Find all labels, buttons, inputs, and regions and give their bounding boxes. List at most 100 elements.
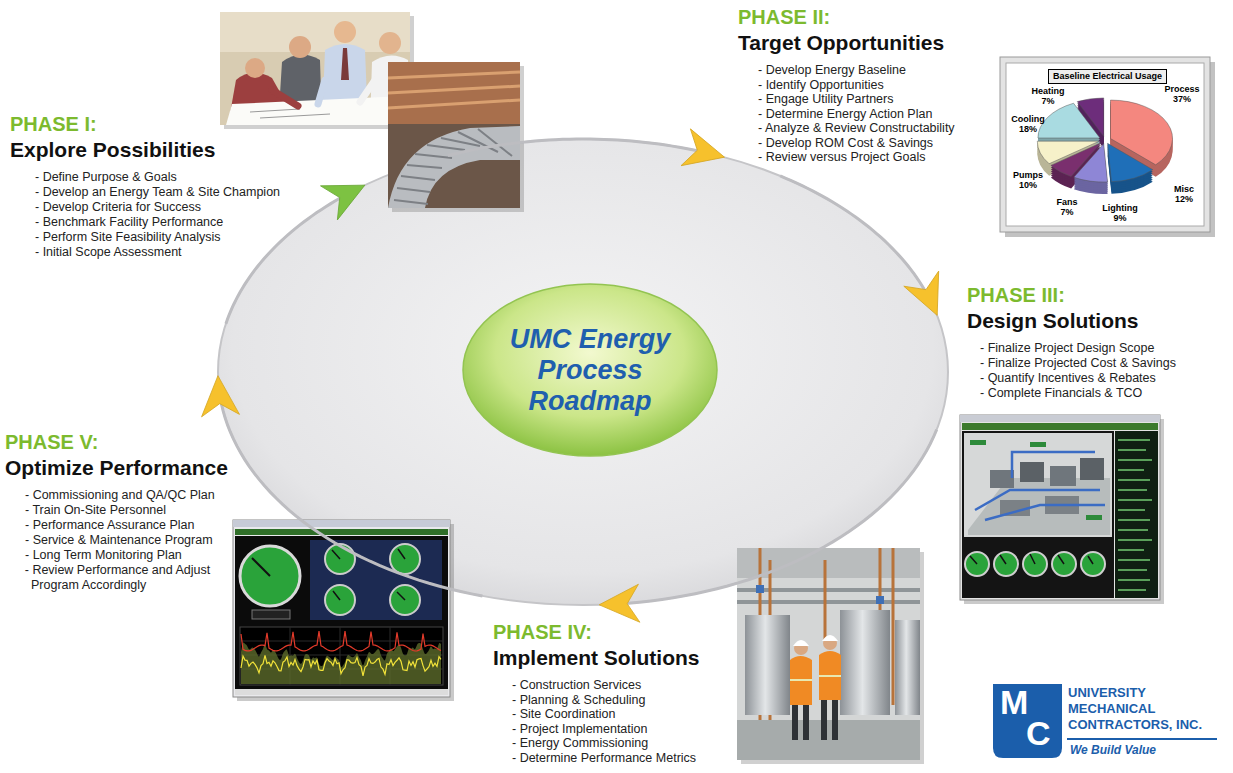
mechanical-room-photo: [895, 620, 920, 715]
arrowhead: [904, 271, 955, 323]
phase-step: - Energy Commissioning: [493, 736, 700, 751]
phase-step: - Determine Performance Metrics: [493, 751, 700, 766]
label-anchor: Heating 7%: [1028, 86, 1068, 106]
plant-screenshot: [960, 415, 1160, 422]
label-anchor: Fans 7%: [1050, 197, 1084, 217]
arrowhead: [321, 168, 374, 220]
slice-label: Fans 7%: [1050, 197, 1084, 217]
phase-title: Explore Possibilities: [10, 136, 280, 164]
conveyor-photo: [388, 62, 520, 124]
roadmap-title: UMC Energy Process Roadmap: [483, 324, 698, 417]
phase-step: - Develop Energy Baseline: [738, 63, 955, 78]
phase-step: - Quantify Incentives & Rebates: [967, 371, 1176, 386]
phase-step: - Review versus Project Goals: [738, 150, 955, 165]
label-anchor: Pumps 10%: [1008, 170, 1048, 190]
plant-screenshot: [962, 431, 1114, 598]
plant-screenshot: [1086, 515, 1102, 520]
slice-label: Cooling 18%: [1008, 114, 1048, 134]
label-anchor: C: [1026, 716, 1051, 750]
monitoring-screenshot: [240, 627, 443, 685]
phase-number: PHASE V:: [5, 430, 236, 454]
team-photo: [379, 32, 401, 54]
phase-step: - Develop an Energy Team & Site Champion: [10, 185, 280, 200]
slice-label: Process 37%: [1162, 84, 1202, 104]
plant-screenshot: [1115, 431, 1158, 598]
mechanical-room-photo: [876, 596, 884, 604]
monitoring-screenshot: [252, 558, 270, 576]
pie-chart: [1037, 100, 1172, 184]
monitoring-screenshot: [240, 546, 300, 606]
label-anchor: We Build Value: [1070, 743, 1156, 757]
plant-screenshot: [1118, 440, 1152, 590]
phase-step: - Identify Opportunities: [738, 78, 955, 93]
phase-step: - Finalize Project Design Scope: [967, 341, 1176, 356]
pie-chart-frame: [1005, 62, 1215, 237]
plant-screenshot: [990, 470, 1014, 488]
plant-screenshot: [975, 452, 1105, 520]
mechanical-room-photo: [737, 548, 920, 760]
label-anchor: Cooling 18%: [1008, 114, 1048, 134]
pie-chart: [1037, 141, 1099, 164]
plant-screenshot: [1030, 442, 1046, 447]
plant-screenshot: [970, 554, 1093, 564]
pie-chart: [1108, 143, 1153, 181]
plant-screenshot: [970, 440, 986, 445]
phase-title: Target Opportunities: [738, 29, 955, 57]
trend-chart: [241, 655, 441, 675]
mechanical-room-photo: [790, 676, 841, 680]
phase-block: PHASE II:Target Opportunities - Develop E…: [738, 5, 955, 165]
team-photo: [250, 109, 330, 118]
phase-step: - Construction Services: [493, 678, 700, 693]
trend-chart: [241, 631, 441, 684]
team-photo: [272, 90, 298, 106]
company-logo: [1067, 738, 1217, 740]
phase-step: - Review Performance and Adjust Program …: [5, 563, 236, 593]
phase-step: - Commissioning and QA/QC Plan: [5, 488, 236, 503]
phase-step: - Long Term Monitoring Plan: [5, 548, 236, 563]
phase-step: - Develop Criteria for Success: [10, 200, 280, 215]
plant-screenshot: [962, 423, 1158, 430]
slice-label: Heating 7%: [1028, 86, 1068, 106]
mechanical-room-photo: [756, 585, 764, 593]
plant-screenshot: [960, 415, 1160, 600]
team-photo: [360, 80, 375, 102]
mechanical-room-photo: [840, 610, 890, 715]
phase-block: PHASE IV:Implement Solutions- Constructi…: [493, 620, 700, 765]
slice-label: Lighting 9%: [1098, 203, 1142, 223]
team-photo: [334, 21, 356, 43]
trend-chart: [241, 631, 441, 651]
cycle-arrow-line: [448, 139, 719, 156]
phase-step: - Analyze & Review Constructability: [738, 121, 955, 136]
phase-step: - Performance Assurance Plan: [5, 518, 236, 533]
company-logo: [993, 684, 1062, 758]
phase-title: Optimize Performance: [5, 454, 236, 482]
phase-step: - Determine Energy Action Plan: [738, 107, 955, 122]
logo-letter: M: [1000, 685, 1028, 719]
pie-chart: [1077, 98, 1103, 136]
company-name: UNIVERSITY MECHANICAL CONTRACTORS, INC.: [1068, 685, 1228, 733]
plant-screenshot: [1020, 462, 1044, 482]
conveyor-photo: [388, 62, 520, 208]
cycle-arrow: [199, 374, 482, 596]
pie-chart-frame: [1000, 57, 1215, 237]
phase-number: PHASE III:: [967, 283, 1176, 307]
cycle-arrow: [780, 176, 954, 323]
conveyor-photo: [388, 72, 520, 108]
plant-screenshot: [964, 433, 1112, 537]
phase-step: - Finalize Projected Cost & Savings: [967, 356, 1176, 371]
phase-step: - Service & Maintenance Program: [5, 533, 236, 548]
conveyor-photo: [394, 129, 512, 204]
chart-title: Baseline Electrical Usage: [1048, 69, 1167, 84]
phase-number: PHASE II:: [738, 5, 955, 29]
label-anchor: Baseline Electrical Usage: [1048, 69, 1167, 84]
logo-letter: C: [1026, 716, 1051, 750]
team-photo: [245, 58, 265, 78]
arrowhead: [598, 584, 639, 624]
slice-label: Misc 12%: [1166, 184, 1202, 204]
cycle-arrow-line: [605, 430, 936, 605]
cycle-arrow: [448, 129, 729, 176]
phase-title: Design Solutions: [967, 307, 1176, 335]
mechanical-room-photo: [745, 615, 790, 715]
label-anchor: Process 37%: [1162, 84, 1202, 104]
phase-step: - Complete Financials & TCO: [967, 386, 1176, 401]
